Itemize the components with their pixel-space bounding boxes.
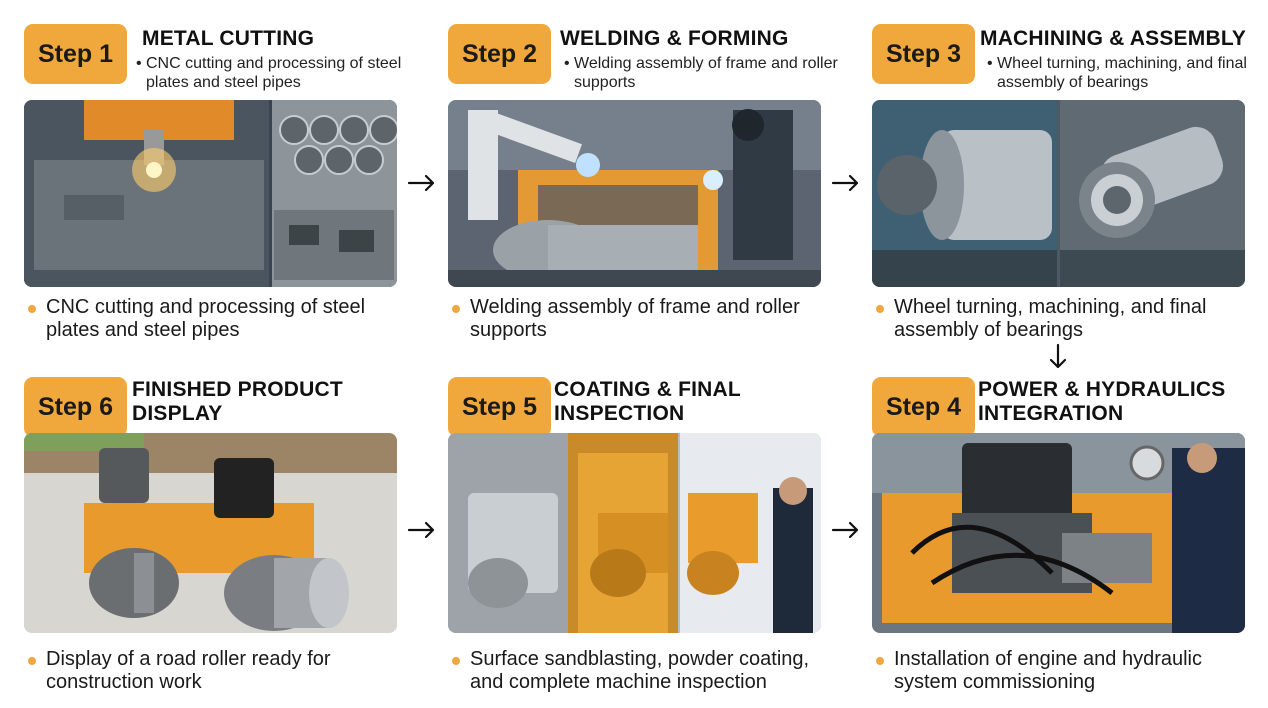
step-1-caption: CNC cutting and processing of steel plat… — [24, 296, 404, 342]
bullet-icon — [452, 657, 460, 665]
step-2-caption: Welding assembly of frame and roller sup… — [448, 296, 828, 342]
arrow-step2-to-step3-icon — [831, 173, 861, 193]
bullet-icon — [452, 305, 460, 313]
bullet-icon — [876, 305, 884, 313]
step-2-badge: Step 2 — [448, 24, 551, 84]
step-5-caption: Surface sandblasting, powder coating, an… — [448, 648, 828, 694]
step-2-title: WELDING & FORMING — [560, 27, 789, 50]
step-4-caption: Installation of engine and hydraulic sys… — [872, 648, 1252, 694]
step-1-badge: Step 1 — [24, 24, 127, 84]
step-3-subline: •Wheel turning, machining, and final ass… — [987, 55, 1247, 91]
arrow-step5-to-step6-icon — [407, 520, 437, 540]
step-6-title: FINISHED PRODUCT DISPLAY — [132, 378, 343, 425]
step-3-photo — [872, 100, 1245, 287]
arrow-step3-to-step4-icon — [1048, 343, 1068, 371]
step-6-caption: Display of a road roller ready for const… — [24, 648, 404, 694]
arrow-step4-to-step5-icon — [831, 520, 861, 540]
step-4-title: POWER & HYDRAULICS INTEGRATION — [978, 378, 1226, 425]
step-3-caption: Wheel turning, machining, and final asse… — [872, 296, 1252, 342]
step-6-badge: Step 6 — [24, 377, 127, 437]
step-4-badge: Step 4 — [872, 377, 975, 437]
step-5-photo — [448, 433, 821, 633]
step-5-badge: Step 5 — [448, 377, 551, 437]
step-3-title: MACHINING & ASSEMBLY — [980, 27, 1247, 50]
step-1-subline: •CNC cutting and processing of steel pla… — [136, 55, 402, 91]
bullet-icon — [28, 305, 36, 313]
bullet-icon — [28, 657, 36, 665]
step-2-photo — [448, 100, 821, 287]
arrow-step1-to-step2-icon — [407, 173, 437, 193]
step-2-subline: •Welding assembly of frame and roller su… — [564, 55, 838, 91]
step-5-title: COATING & FINAL INSPECTION — [554, 378, 741, 425]
step-1-title: METAL CUTTING — [142, 27, 315, 50]
step-4-photo — [872, 433, 1245, 633]
bullet-icon — [876, 657, 884, 665]
step-6-photo — [24, 433, 397, 633]
step-1-photo — [24, 100, 397, 287]
step-3-badge: Step 3 — [872, 24, 975, 84]
